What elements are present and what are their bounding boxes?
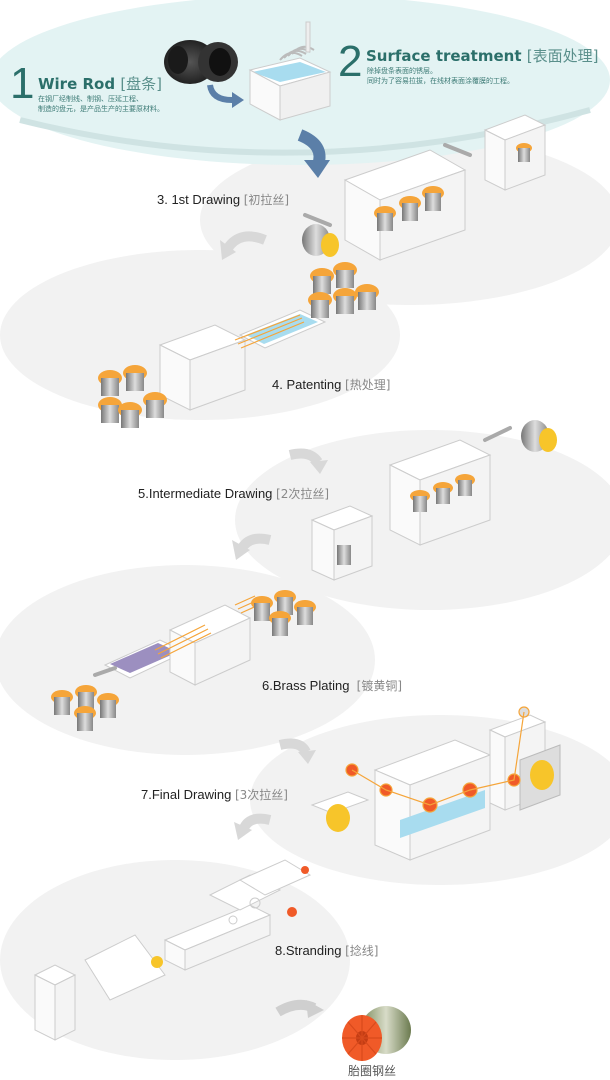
- spools-stage4: [98, 262, 379, 428]
- surface-treatment-tank: [248, 21, 332, 121]
- step-5-label-en: 5.Intermediate Drawing: [138, 486, 273, 501]
- arrow-7-to-8: [239, 813, 272, 831]
- step-1-title: Wire Rod [盘条]: [38, 73, 162, 94]
- step-6-label-en: 6.Brass Plating: [262, 678, 350, 693]
- step-2-number: 2: [338, 37, 363, 86]
- step-7-label-en: 7.Final Drawing: [141, 787, 232, 802]
- spools-stage5: [337, 474, 475, 565]
- step-2-desc-line: 同时为了容易拉拔，在线材表面涂覆膜的工程。: [367, 77, 514, 85]
- step-2-description: 除掉盘条表面的锈层。 同时为了容易拉拔，在线材表面涂覆膜的工程。: [367, 66, 514, 86]
- final-drawing-machine: [310, 714, 561, 861]
- step-7-label-cn: [3次拉丝]: [234, 788, 288, 802]
- step-4-label-en: 4. Patenting: [272, 377, 342, 392]
- arrow-5-to-6: [237, 533, 272, 551]
- step-8-label-en: 8.Stranding: [275, 943, 342, 958]
- step-8-label-cn: [捻线]: [345, 944, 379, 958]
- arrow-4-to-5: [288, 448, 323, 466]
- brass-plating-line: [93, 595, 262, 686]
- step-1-title-en: Wire Rod: [38, 75, 116, 93]
- stranding-machine: [33, 859, 312, 1041]
- step-8-label: 8.Stranding [捻线]: [275, 942, 379, 959]
- step-5-label-cn: [2次拉丝]: [276, 487, 330, 501]
- step-3-label: 3. 1st Drawing [初拉丝]: [157, 191, 289, 208]
- patenting-furnace: [158, 309, 327, 411]
- step-1-description: 在钢厂经制线、制钢、压延工程、 制造的盘元，是产品生产的主要原材料。: [38, 94, 164, 114]
- step-6-label: 6.Brass Plating [镀黄铜]: [262, 677, 402, 694]
- step-3-label-en: 3. 1st Drawing: [157, 192, 241, 207]
- step-1-number: 1: [10, 59, 35, 108]
- step-2-title: Surface treatment [表面处理]: [366, 45, 598, 66]
- bead-wire-reel-image: [342, 1006, 411, 1061]
- spools-stage3: [374, 143, 532, 231]
- capstans-stage7: [345, 706, 530, 813]
- step-2-title-en: Surface treatment: [366, 47, 522, 65]
- step-1-desc-line: 制造的盘元，是产品生产的主要原材料。: [38, 105, 164, 113]
- step-6-label-cn: [镀黄铜]: [356, 679, 403, 693]
- step-2-title-cn: [表面处理]: [526, 47, 599, 65]
- arrow-6-to-7: [278, 738, 311, 755]
- first-drawing-machine: [302, 114, 547, 261]
- arrow-3-to-4: [223, 231, 267, 252]
- step-2-desc-line: 除掉盘条表面的锈层。: [367, 67, 437, 75]
- wire-rod-coil-image: [164, 40, 238, 84]
- final-product-label: 胎圈钢丝: [348, 1064, 397, 1078]
- step-4-label: 4. Patenting [热处理]: [272, 376, 390, 393]
- step-5-label: 5.Intermediate Drawing [2次拉丝]: [138, 485, 329, 502]
- step-1-title-cn: [盘条]: [120, 75, 163, 93]
- step-3-label-cn: [初拉丝]: [243, 193, 290, 207]
- arrow-1-to-2: [207, 84, 233, 103]
- step-7-label: 7.Final Drawing [3次拉丝]: [141, 786, 288, 803]
- spools-stage6: [51, 590, 316, 731]
- step-4-label-cn: [热处理]: [345, 378, 391, 392]
- step-1-desc-line: 在钢厂经制线、制钢、压延工程、: [38, 95, 143, 103]
